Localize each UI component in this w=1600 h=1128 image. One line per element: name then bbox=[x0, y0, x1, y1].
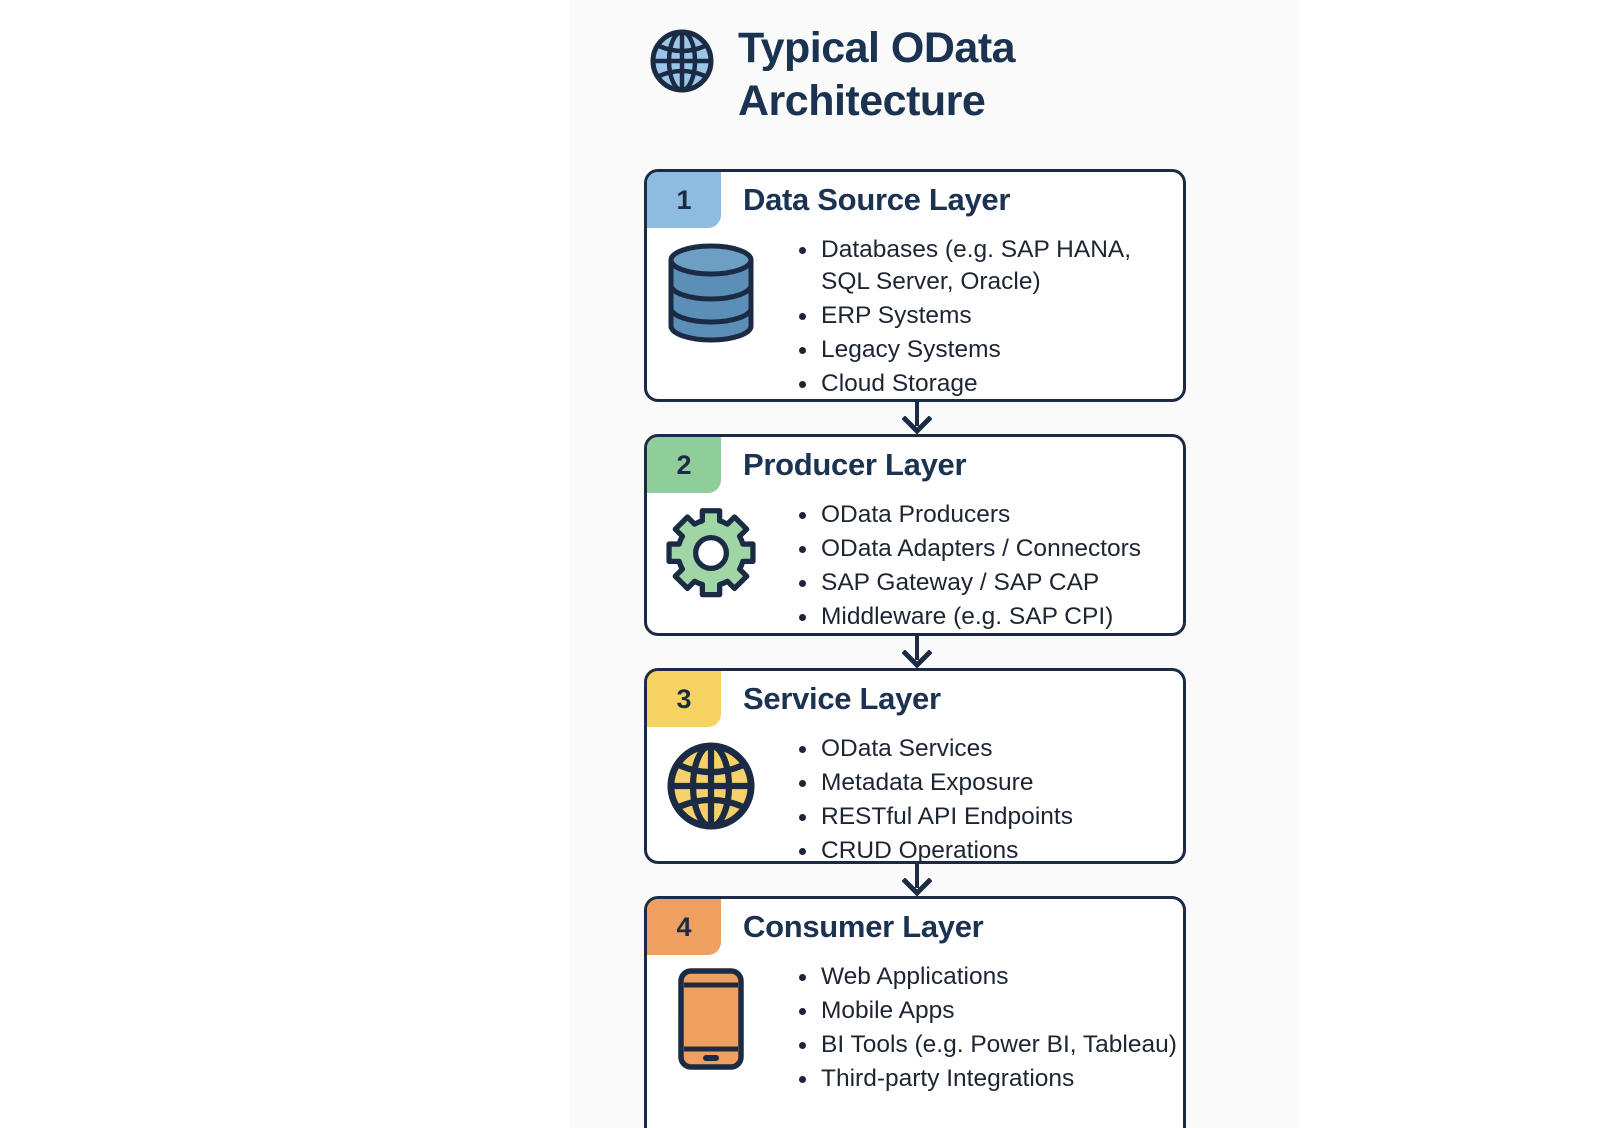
list-item: OData Services bbox=[795, 733, 1183, 765]
list-item: OData Adapters / Connectors bbox=[795, 533, 1183, 565]
arrow-layer3-to-layer4 bbox=[902, 864, 932, 896]
page-title: Typical OData Architecture bbox=[738, 22, 1016, 129]
layer-item-list: Web Applications Mobile Apps BI Tools (e… bbox=[775, 961, 1183, 1097]
layer-item-list: OData Services Metadata Exposure RESTful… bbox=[775, 733, 1183, 861]
list-item: Databases (e.g. SAP HANA, SQL Server, Or… bbox=[795, 234, 1183, 298]
page-title-line2: Architecture bbox=[738, 77, 986, 126]
layer-card-service[interactable]: 3 Service Layer OData Services Metadata … bbox=[644, 668, 1186, 864]
mobile-phone-icon bbox=[647, 961, 775, 1071]
list-item: Cloud Storage bbox=[795, 368, 1183, 399]
layer-title: Data Source Layer bbox=[743, 182, 1011, 217]
layer-number-badge: 1 bbox=[647, 172, 721, 228]
layer-body: OData Services Metadata Exposure RESTful… bbox=[647, 733, 1183, 861]
list-item: Web Applications bbox=[795, 961, 1183, 993]
list-item: RESTful API Endpoints bbox=[795, 801, 1183, 833]
layer-card-data-source[interactable]: 1 Data Source Layer Databases (e.g. SAP … bbox=[644, 169, 1186, 402]
gear-icon bbox=[647, 499, 775, 601]
layer-title: Producer Layer bbox=[743, 447, 967, 482]
layer-title: Consumer Layer bbox=[743, 909, 984, 944]
arrow-layer1-to-layer2 bbox=[902, 402, 932, 434]
diagram-header: Typical OData Architecture bbox=[648, 22, 1208, 129]
list-item: BI Tools (e.g. Power BI, Tableau) bbox=[795, 1029, 1183, 1061]
layer-number-badge: 3 bbox=[647, 671, 721, 727]
list-item: Third-party Integrations bbox=[795, 1063, 1183, 1095]
list-item: Metadata Exposure bbox=[795, 767, 1183, 799]
layer-title: Service Layer bbox=[743, 681, 941, 716]
list-item: CRUD Operations bbox=[795, 835, 1183, 861]
page-title-line1: Typical OData bbox=[738, 24, 1016, 72]
database-icon bbox=[647, 234, 775, 346]
layer-card-consumer[interactable]: 4 Consumer Layer Web Applications Mobile… bbox=[644, 896, 1186, 1128]
globe-icon bbox=[648, 27, 716, 100]
layer-item-list: Databases (e.g. SAP HANA, SQL Server, Or… bbox=[775, 234, 1183, 399]
list-item: Mobile Apps bbox=[795, 995, 1183, 1027]
layer-item-list: OData Producers OData Adapters / Connect… bbox=[775, 499, 1183, 633]
layer-number-badge: 4 bbox=[647, 899, 721, 955]
arrow-layer2-to-layer3 bbox=[902, 636, 932, 668]
list-item: SAP Gateway / SAP CAP bbox=[795, 567, 1183, 599]
layer-body: Databases (e.g. SAP HANA, SQL Server, Or… bbox=[647, 234, 1183, 399]
list-item: ERP Systems bbox=[795, 300, 1183, 332]
layer-body: Web Applications Mobile Apps BI Tools (e… bbox=[647, 961, 1183, 1097]
layer-card-producer[interactable]: 2 Producer Layer OData Producers OData A… bbox=[644, 434, 1186, 636]
layer-number-badge: 2 bbox=[647, 437, 721, 493]
diagram-stage: Typical OData Architecture 1 Data Source… bbox=[570, 0, 1300, 1128]
layer-body: OData Producers OData Adapters / Connect… bbox=[647, 499, 1183, 633]
list-item: Middleware (e.g. SAP CPI) bbox=[795, 601, 1183, 633]
list-item: Legacy Systems bbox=[795, 334, 1183, 366]
list-item: OData Producers bbox=[795, 499, 1183, 531]
globe-icon bbox=[647, 733, 775, 833]
